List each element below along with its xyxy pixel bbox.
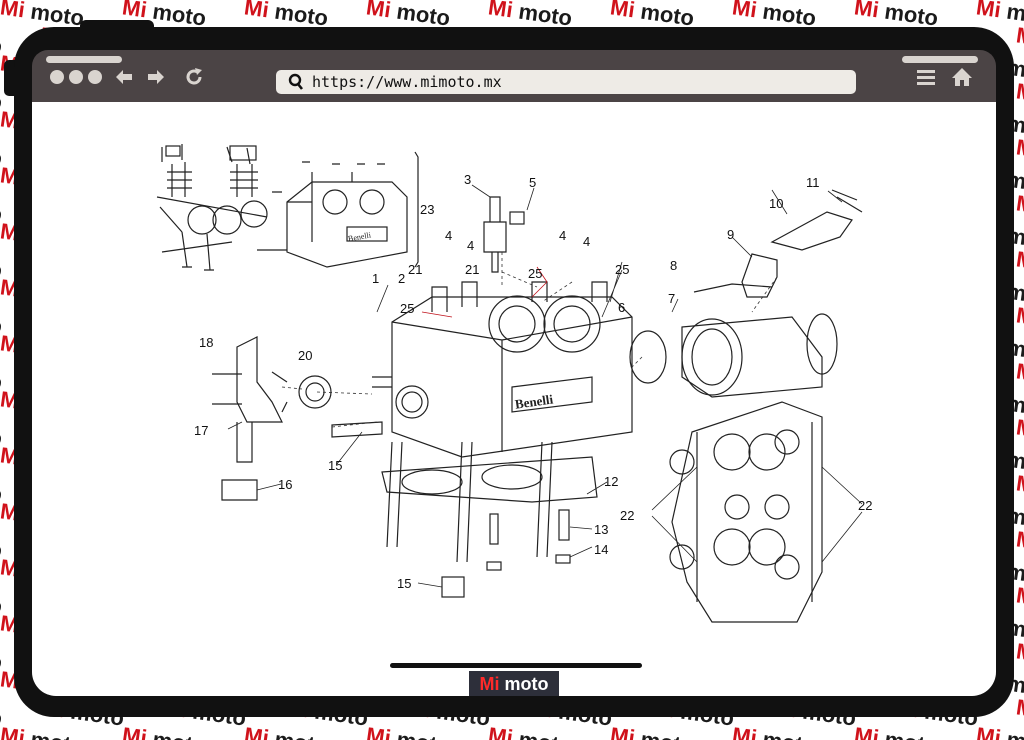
part-label-22: 22 (858, 498, 872, 513)
part-label-9: 9 (727, 227, 734, 242)
watermark-text: Mi moto (1014, 694, 1024, 723)
watermark-text: Mi moto (974, 722, 1024, 740)
home-indicator-bar[interactable] (390, 663, 642, 668)
window-dot-icon[interactable] (50, 70, 64, 84)
part-label-12: 12 (604, 474, 618, 489)
part-label-20: 20 (298, 348, 312, 363)
part-label-7: 7 (668, 291, 675, 306)
search-icon (288, 73, 304, 90)
part-label-25: 25 (528, 266, 542, 281)
page-content: 3 5 23 4 4 4 4 1 2 21 21 25 25 25 6 7 8 … (32, 102, 996, 696)
menu-icon[interactable] (914, 65, 938, 89)
watermark-text: Mi moto (1014, 302, 1024, 331)
window-controls[interactable] (50, 70, 102, 84)
mimoto-logo: Mi moto (469, 671, 559, 696)
logo-prefix: Mi (479, 674, 500, 694)
part-label-8: 8 (670, 258, 677, 273)
part-label-10: 10 (769, 196, 783, 211)
watermark-text: Mi moto (1014, 414, 1024, 443)
part-label-2: 2 (398, 271, 405, 286)
url-text[interactable]: https://www.mimoto.mx (312, 73, 502, 91)
home-icon[interactable] (950, 65, 974, 89)
part-label-5: 5 (529, 175, 536, 190)
watermark-text: Mi moto (1014, 358, 1024, 387)
valve-train-inset (156, 144, 268, 271)
window-dot-icon[interactable] (88, 70, 102, 84)
head-brand-text: Benelli (514, 391, 554, 411)
head-underside (669, 401, 823, 623)
part-label-23: 22 (620, 508, 634, 523)
part-label-1: 1 (372, 271, 379, 286)
window-dot-icon[interactable] (69, 70, 83, 84)
part-label-25: 25 (400, 301, 414, 316)
watermark-text: Mi moto (1014, 78, 1024, 107)
part-label-11: 11 (806, 175, 820, 190)
tab-indicator-left (46, 56, 122, 63)
head-gasket (381, 456, 598, 503)
address-bar[interactable]: https://www.mimoto.mx (276, 70, 856, 94)
bracket-24 (414, 151, 419, 268)
head-inset (257, 161, 408, 268)
inset-brand-text: Benelli (347, 230, 372, 243)
watermark-text: Mi moto (1014, 134, 1024, 163)
reload-icon[interactable] (182, 65, 206, 89)
part-label-14: 14 (594, 542, 608, 557)
forward-arrow-icon[interactable] (144, 65, 168, 89)
back-arrow-icon[interactable] (112, 65, 136, 89)
part-label-3: 3 (464, 172, 471, 187)
part-label-18: 17 (194, 423, 208, 438)
part-label-17: 16 (278, 477, 292, 492)
part-label-4: 4 (583, 234, 590, 249)
watermark-text: Mi moto (1014, 526, 1024, 555)
part-label-4: 4 (559, 228, 566, 243)
watermark-text: Mi moto (1014, 582, 1024, 611)
part-label-4: 4 (445, 228, 452, 243)
watermark-text: Mi moto (1014, 470, 1024, 499)
cylinder-head (372, 281, 633, 458)
tab-indicator-right (902, 56, 978, 63)
part-label-16: 15 (328, 458, 342, 473)
watermark-text: Mi moto (1014, 246, 1024, 275)
watermark-text: Mi moto (1014, 190, 1024, 219)
watermark-text: Mi moto (1014, 638, 1024, 667)
exploded-parts-diagram: 3 5 23 4 4 4 4 1 2 21 21 25 25 25 6 7 8 … (156, 144, 872, 623)
part-label-4: 4 (467, 238, 474, 253)
part-label-13: 13 (594, 522, 608, 537)
part-label-15: 15 (397, 576, 411, 591)
part-label-19: 18 (199, 335, 213, 350)
watermark-text: Mi moto (1014, 22, 1024, 51)
part-label-25: 25 (615, 262, 629, 277)
part-label-21: 21 (465, 262, 479, 277)
browser-toolbar: https://www.mimoto.mx (32, 50, 996, 102)
part-label-24: 23 (420, 202, 434, 217)
logo-suffix: moto (499, 674, 549, 694)
part-label-21: 21 (408, 262, 422, 277)
part-label-6: 6 (618, 300, 625, 315)
